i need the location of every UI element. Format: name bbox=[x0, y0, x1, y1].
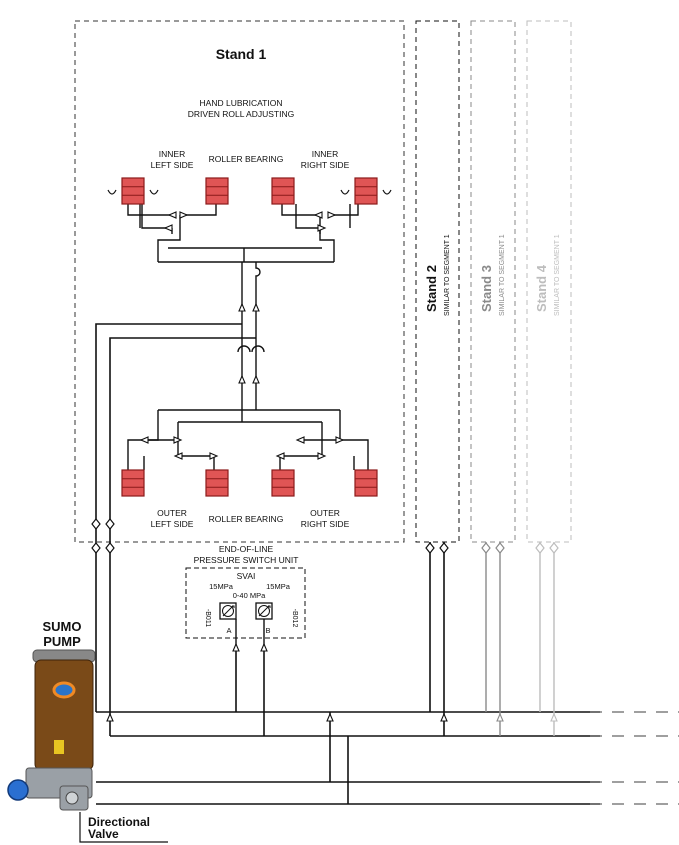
right-tag-label: -B012 bbox=[291, 609, 298, 628]
check-valve-icon bbox=[439, 542, 449, 554]
flow-arrow-icon bbox=[313, 211, 323, 219]
check-valve-icon bbox=[535, 542, 545, 554]
flow-arrow-icon bbox=[260, 642, 268, 652]
check-valve-icon bbox=[91, 518, 101, 530]
roller-bearing-bottom-label: ROLLER BEARING bbox=[209, 514, 284, 524]
pressure-switch-label-1: END-OF-LINE bbox=[219, 544, 274, 554]
stand4-subtitle: SIMILAR TO SEGMENT 1 bbox=[554, 234, 561, 316]
check-valve-icon bbox=[425, 542, 435, 554]
outer-right-label-1: OUTER bbox=[310, 508, 340, 518]
pump-label-line2: PUMP bbox=[43, 634, 81, 649]
outer-left-label-1: OUTER bbox=[157, 508, 187, 518]
flow-arrow-icon bbox=[327, 211, 337, 219]
flow-arrow-icon bbox=[238, 374, 246, 384]
pressure-switch-icon bbox=[219, 602, 273, 645]
flow-arrow-icon bbox=[167, 211, 177, 219]
right-pressure-label: 15MPa bbox=[266, 582, 291, 591]
flow-arrow-icon bbox=[252, 374, 260, 384]
top-distribution-lines bbox=[127, 204, 359, 410]
trunk-loops bbox=[237, 345, 265, 353]
flow-arrow-icon bbox=[232, 642, 240, 652]
check-valve-icon bbox=[495, 542, 505, 554]
flow-arrow-icon bbox=[173, 452, 183, 460]
stand4-title: Stand 4 bbox=[534, 264, 549, 312]
bearing-outer-left-icon bbox=[121, 469, 145, 497]
flow-arrow-icon bbox=[496, 712, 504, 722]
check-valve-icon bbox=[105, 542, 115, 554]
flow-arrow-icon bbox=[317, 452, 327, 460]
sumo-pump-icon bbox=[7, 649, 96, 811]
outer-right-label-2: RIGHT SIDE bbox=[301, 519, 350, 529]
pressure-switch-frame bbox=[185, 567, 306, 639]
bearing-bottom-right-icon bbox=[271, 469, 295, 497]
valve-label-line2: Valve bbox=[88, 827, 119, 841]
flow-arrow-icon bbox=[326, 712, 334, 722]
check-valve-icon bbox=[549, 542, 559, 554]
stand1-title: Stand 1 bbox=[216, 46, 267, 62]
stand2-title: Stand 2 bbox=[424, 265, 439, 312]
stand3-frame bbox=[470, 20, 516, 736]
extension-dashes bbox=[590, 711, 679, 805]
stand1-frame bbox=[74, 20, 405, 543]
rotation-arrow-icon bbox=[340, 189, 350, 195]
check-valve-icon bbox=[91, 542, 101, 554]
flow-arrow-icon bbox=[139, 436, 149, 444]
flow-arrow-icon bbox=[106, 712, 114, 722]
roller-bearing-top-label: ROLLER BEARING bbox=[209, 154, 284, 164]
flow-arrow-icon bbox=[209, 452, 219, 460]
check-valve-icon bbox=[105, 518, 115, 530]
flow-arrow-icon bbox=[238, 302, 246, 312]
valve-label-line1: Directional bbox=[88, 815, 150, 829]
rotation-arrow-icon bbox=[107, 189, 117, 195]
bearing-inner-left-icon bbox=[121, 177, 145, 205]
stand1-subtitle-line1: HAND LUBRICATION bbox=[200, 98, 283, 108]
rotation-arrow-icon bbox=[382, 189, 392, 195]
port-a-label: A bbox=[226, 626, 231, 635]
pressure-switch-label-2: PRESSURE SWITCH UNIT bbox=[194, 555, 299, 565]
outer-left-label-2: LEFT SIDE bbox=[151, 519, 194, 529]
bearing-top-right-icon bbox=[271, 177, 295, 205]
bearing-top-left-icon bbox=[205, 177, 229, 205]
bottom-distribution-lines bbox=[127, 409, 369, 470]
bearing-inner-right-icon bbox=[354, 177, 378, 205]
stand2-subtitle: SIMILAR TO SEGMENT 1 bbox=[444, 234, 451, 316]
flow-arrow-icon bbox=[295, 436, 305, 444]
stand2-frame bbox=[415, 20, 460, 736]
valve-label-underline bbox=[79, 812, 168, 843]
bearing-outer-right-icon bbox=[354, 469, 378, 497]
flow-arrow-icon bbox=[440, 712, 448, 722]
inner-right-label-1: INNER bbox=[312, 149, 338, 159]
flow-arrow-icon bbox=[163, 224, 173, 232]
pressure-range-label: 0-40 MPa bbox=[233, 591, 266, 600]
flow-arrow-icon bbox=[173, 436, 183, 444]
pump-label-line1: SUMO bbox=[43, 619, 82, 634]
pressure-switch-unit: SVAI bbox=[237, 571, 256, 581]
flow-arrow-icon bbox=[335, 436, 345, 444]
main-feed-lines bbox=[95, 323, 600, 805]
left-pressure-label: 15MPa bbox=[209, 582, 234, 591]
bearing-bottom-left-icon bbox=[205, 469, 229, 497]
inner-right-label-2: RIGHT SIDE bbox=[301, 160, 350, 170]
inner-left-label-1: INNER bbox=[159, 149, 185, 159]
flow-arrow-icon bbox=[275, 452, 285, 460]
stand1-subtitle-line2: DRIVEN ROLL ADJUSTING bbox=[188, 109, 294, 119]
flow-arrow-icon bbox=[550, 712, 558, 722]
inner-left-label-2: LEFT SIDE bbox=[151, 160, 194, 170]
stand3-subtitle: SIMILAR TO SEGMENT 1 bbox=[499, 234, 506, 316]
flow-arrow-icon bbox=[252, 302, 260, 312]
left-tag-label: -B011 bbox=[204, 609, 211, 627]
rotation-arrow-icon bbox=[149, 189, 159, 195]
check-valve-icon bbox=[481, 542, 491, 554]
flow-arrow-icon bbox=[179, 211, 189, 219]
stand4-frame bbox=[526, 20, 572, 736]
stand3-title: Stand 3 bbox=[479, 265, 494, 312]
port-b-label: B bbox=[265, 626, 270, 635]
flow-arrow-icon bbox=[317, 224, 327, 232]
